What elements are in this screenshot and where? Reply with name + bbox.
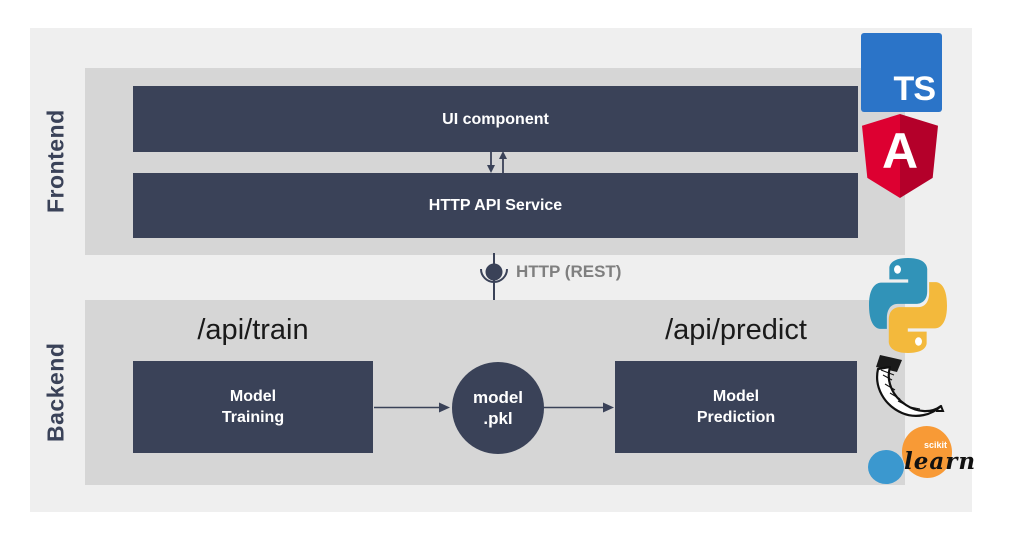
model-training-label-line1: Model [229,388,277,405]
model-prediction-label-line2: Prediction [696,409,776,426]
http-api-service-label: HTTP API Service [428,197,563,214]
scikit-learn-blue-dot-icon [868,450,904,484]
backend-section-label: Backend [42,342,69,443]
flask-logo [876,355,945,417]
api-train-route-label: /api/train [197,313,309,346]
rest-connector-label: HTTP (REST) [516,262,622,281]
bidirectional-arrows-icon [487,151,507,173]
python-logo [869,258,947,353]
arrow-training-to-model-icon [374,402,450,413]
scikit-learn-learn-text: learn [904,448,977,475]
typescript-logo-label: TS [893,70,936,108]
model-training-label-line2: Training [221,409,285,426]
model-pkl-label-line2: .pkl [483,409,513,428]
model-pkl-circle: model .pkl [452,362,544,454]
typescript-logo: TS [861,33,942,112]
scikit-learn-scikit-text: scikit [924,440,948,450]
rest-connector-icon [480,253,508,301]
arrow-model-to-prediction-icon [541,402,614,413]
ui-component-label: UI component [442,110,549,128]
api-predict-route-label: /api/predict [665,313,807,346]
model-pkl-label-line1: model [472,388,524,407]
angular-logo-label: A [881,123,919,179]
model-prediction-label-line1: Model [712,388,760,405]
scikit-learn-logo: scikit learn [868,422,975,486]
ui-component-box: UI component [133,86,858,152]
frontend-section-label: Frontend [42,109,69,214]
model-training-box: Model Training [133,361,373,453]
model-prediction-box: Model Prediction [615,361,857,453]
http-api-service-box: HTTP API Service [133,173,858,238]
